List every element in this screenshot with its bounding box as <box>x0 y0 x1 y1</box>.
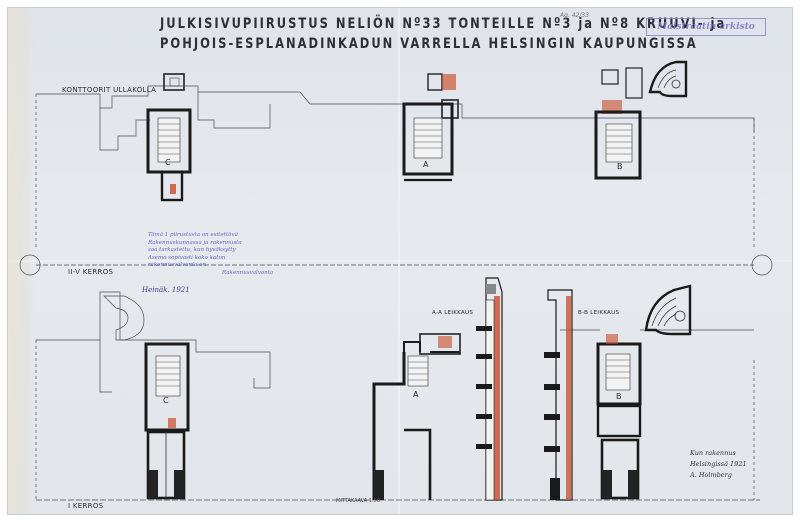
stair-label-a-bottom: A <box>413 390 419 399</box>
bay-window <box>103 295 145 341</box>
note-line: Asema sopivasti koko katon <box>148 254 226 261</box>
scale-bar-label: MITTAKAAVA 1:50 <box>336 498 381 504</box>
side-scribble: Heinäk. 1921 <box>142 286 190 294</box>
top-floor-outline <box>36 85 398 109</box>
ground-floor-outline <box>36 291 271 389</box>
fold-line-vertical <box>398 8 400 514</box>
note-line: Tämä 1 piirustusta on esitettävä <box>148 232 238 238</box>
stair-label-c-bottom: C <box>163 396 169 405</box>
note-line: Rakennuskunnassa ja rakennusta <box>148 239 242 246</box>
stair-b-bottom <box>596 284 692 500</box>
stair-label-b-top: B <box>617 162 623 171</box>
drawing-title-line-2: POHJOIS-ESPLANADINKADUN VARRELLA HELSING… <box>160 34 698 52</box>
section-a-a <box>476 277 503 501</box>
stair-b-top <box>594 60 688 180</box>
note-line: rakennusvalvonta on <box>148 262 207 269</box>
label-roof-floor: KONTTOORIT ULLAKOLLA <box>62 86 157 94</box>
signature-line: Kun rakennus <box>690 449 736 457</box>
pencil-note: Ag. 42/33 <box>560 12 590 19</box>
note-line: saa tarkastettu, kun hyväksytty <box>148 247 236 254</box>
note-signature: Rakennusvalvonta <box>222 269 274 276</box>
signatures: Kun rakennus Helsingissä 1921 A. Holmber… <box>690 448 747 481</box>
stair-c-bottom <box>144 342 190 500</box>
stair-c-top <box>146 73 192 202</box>
stair-label-a-top: A <box>423 160 429 169</box>
stair-a-top <box>402 73 459 182</box>
signature-line: A. Holmberg <box>690 471 732 479</box>
drawing-title-line-1: JULKISIVUPIIRUSTUS NELIÖN Nº33 TONTEILLE… <box>160 14 727 32</box>
stair-a-bottom <box>372 333 461 500</box>
top-floor-outline-right <box>398 103 755 132</box>
archive-stamp: Maistraatin arkisto <box>646 18 766 36</box>
fold-line-horizontal <box>8 260 792 262</box>
stair-label-b-bottom: B <box>616 392 622 401</box>
approval-note: Tämä 1 piirustusta on esitettävä Rakennu… <box>148 232 288 278</box>
signature-line: Helsingissä 1921 <box>690 460 747 468</box>
label-ground-floor: I KERROS <box>68 502 104 510</box>
label-section-a: A-A LEIKKAUS <box>432 310 474 316</box>
label-upper-floors: II-V KERROS <box>68 268 114 276</box>
label-section-b: B-B LEIKKAUS <box>578 310 620 316</box>
stair-label-c-top: C <box>165 158 171 167</box>
section-b-b <box>544 289 573 501</box>
